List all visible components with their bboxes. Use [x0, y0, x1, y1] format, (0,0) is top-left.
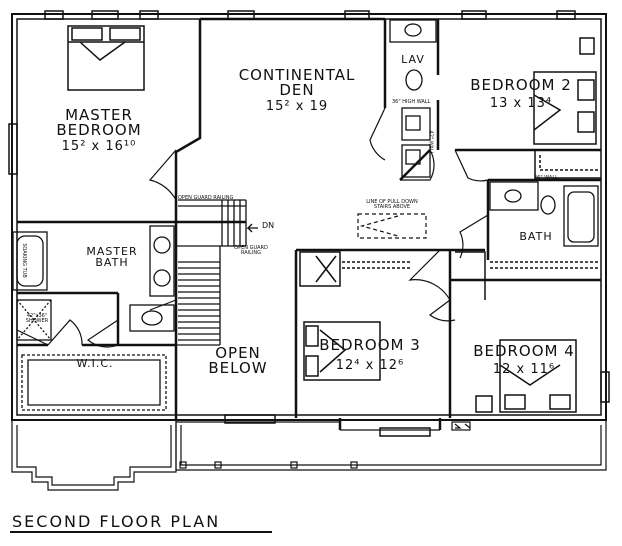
- bedroom-4-bed: [475, 339, 577, 413]
- bedroom-4-name: BEDROOM 4: [473, 342, 575, 360]
- master-bath-name-1: MASTER: [86, 245, 138, 258]
- bedroom-4-dims: 12 x 11⁶: [492, 362, 556, 377]
- open-below-name-1: OPEN: [215, 344, 261, 362]
- shower-note-1: 42"x36": [26, 313, 48, 319]
- porch-posts: [179, 461, 358, 469]
- plan-caption: SECOND FLOOR PLAN: [12, 512, 221, 531]
- pull-down-stairs-note-1: LINE OF PULL DOWN: [366, 199, 418, 205]
- down-arrow-label: DN: [262, 221, 275, 230]
- pull-down-stairs: [357, 213, 427, 239]
- half-wall-note-1: 36" HIGH WALL: [392, 99, 431, 105]
- bedroom-2-label: BEDROOM 2 13 x 13⁴: [458, 76, 584, 111]
- master-bedroom-name-2: BEDROOM: [56, 121, 142, 139]
- continental-den-label: CONTINENTAL DEN 15² x 19: [222, 66, 372, 114]
- guard-railing-note-bottom-1: OPEN GUARD: [234, 245, 268, 251]
- wic-label: W.I.C.: [76, 357, 114, 370]
- master-bath-fixtures: [12, 225, 175, 341]
- stairs: [176, 199, 258, 346]
- lav-label: LAV: [401, 53, 425, 66]
- half-wall-note-2: 42" WALL: [427, 130, 434, 155]
- porch-outline: [11, 420, 607, 491]
- master-bedroom-dims: 15² x 16¹⁰: [61, 139, 137, 154]
- master-bedroom-name-1: MASTER: [65, 106, 133, 124]
- guard-railing-note-bottom-2: RAILING: [240, 250, 262, 256]
- pull-down-stairs-note-2: STAIRS ABOVE: [373, 204, 411, 210]
- half-wall-note-3: 36" WALL: [534, 175, 558, 181]
- master-bath-label: MASTER BATH: [80, 246, 144, 268]
- caption-underline: [10, 531, 272, 533]
- bedroom-3-dims: 12⁴ x 12⁶: [335, 358, 405, 373]
- closets: [299, 150, 601, 300]
- bedroom-4-label: BEDROOM 4 12 x 11⁶: [460, 342, 588, 377]
- guard-railing-note-bottom: OPEN GUARD RAILING: [232, 246, 270, 256]
- windows: [8, 10, 610, 437]
- vents: [451, 421, 471, 431]
- bedroom-3-bed: [303, 321, 381, 381]
- master-bedroom-label: MASTER BEDROOM 15² x 16¹⁰: [45, 106, 153, 154]
- continental-den-name-1: CONTINENTAL: [238, 66, 356, 84]
- shower-note-2: SHOWER: [25, 318, 49, 324]
- open-below-label: OPEN BELOW: [196, 346, 280, 376]
- master-bed: [67, 25, 145, 91]
- master-bath-name-2: BATH: [95, 256, 129, 269]
- bedroom-2-bed: [533, 37, 597, 145]
- bedroom-3-label: BEDROOM 3 12⁴ x 12⁶: [306, 336, 434, 373]
- pull-down-stairs-note: LINE OF PULL DOWN STAIRS ABOVE: [352, 200, 432, 210]
- shower-note: 42"x36" SHOWER: [17, 314, 57, 324]
- open-below-name-2: BELOW: [208, 359, 268, 377]
- bath-fixtures: [489, 181, 599, 247]
- lav-fixtures: [389, 19, 437, 178]
- bedroom-2-name: BEDROOM 2: [470, 76, 572, 94]
- bedroom-3-name: BEDROOM 3: [319, 336, 421, 354]
- continental-den-name-2: DEN: [279, 81, 315, 99]
- guard-railing-note-top: OPEN GUARD RAILING: [178, 195, 234, 201]
- bath-label: BATH: [519, 230, 553, 243]
- wic-shelves: [21, 354, 167, 411]
- soaking-tub-note: SOAKING TUB: [20, 243, 27, 278]
- continental-den-dims: 15² x 19: [265, 99, 329, 114]
- bedroom-2-dims: 13 x 13⁴: [489, 96, 553, 111]
